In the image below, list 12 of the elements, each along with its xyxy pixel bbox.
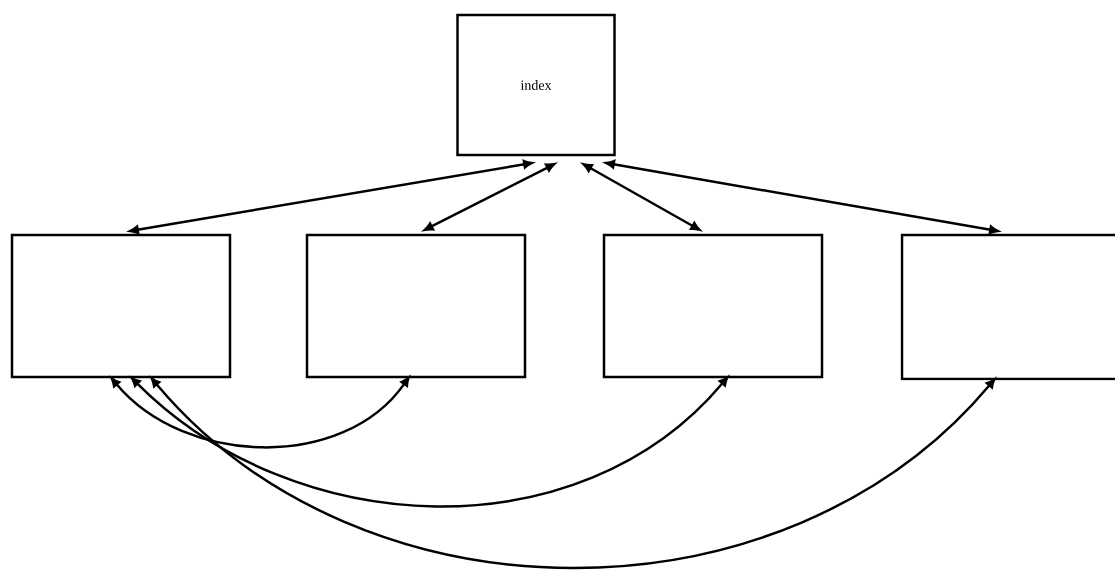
arrow bbox=[582, 163, 701, 231]
empty-box bbox=[10, 233, 232, 379]
empty-box bbox=[305, 233, 527, 379]
arrow bbox=[131, 376, 729, 508]
page-box: index bbox=[456, 13, 616, 157]
arrow bbox=[605, 159, 999, 235]
arrow bbox=[150, 377, 996, 569]
empty-box bbox=[900, 233, 1115, 381]
arrow bbox=[423, 163, 556, 231]
arrow bbox=[110, 376, 410, 449]
empty-box bbox=[602, 233, 824, 379]
arrow bbox=[129, 159, 533, 235]
